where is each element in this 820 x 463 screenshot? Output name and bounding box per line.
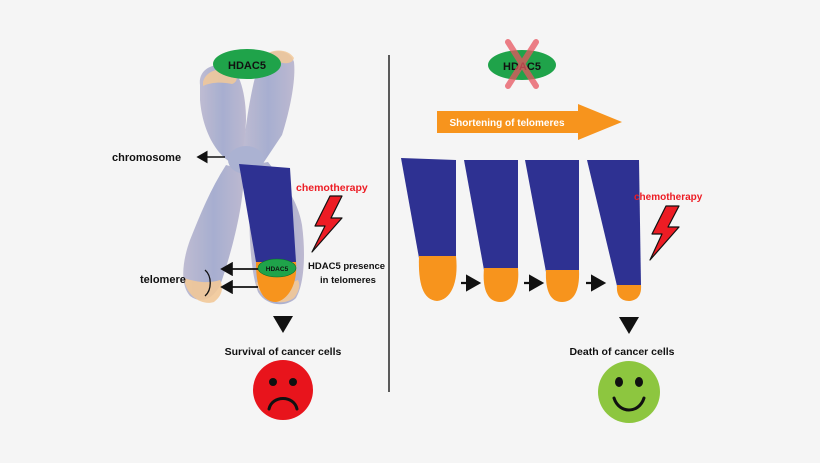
right-panel: HDAC5 Shortening of telomeres xyxy=(401,39,703,423)
lightning-bolt-icon xyxy=(649,205,680,261)
highlighted-chromatid xyxy=(239,164,297,302)
chromatid-3 xyxy=(525,160,580,302)
lightning-bolt-icon xyxy=(311,195,343,253)
telomere-label: telomere xyxy=(140,274,186,286)
shortening-label: Shortening of telomeres xyxy=(449,118,564,129)
telomere-bracket xyxy=(204,269,211,297)
hdac5-badge-crossed: HDAC5 xyxy=(488,39,556,89)
hdac5-presence-line1: HDAC5 presence xyxy=(308,261,385,272)
chromatid-4 xyxy=(587,160,642,301)
left-panel: HDAC5 HDAC5 chromosome telomere chemothe… xyxy=(112,49,385,420)
hdac5-label-top: HDAC5 xyxy=(228,60,266,72)
chromosome-label: chromosome xyxy=(112,152,181,164)
chromatid-1 xyxy=(401,158,457,301)
down-arrow-left xyxy=(273,316,293,333)
red-x-icon xyxy=(505,39,539,89)
down-arrow-right xyxy=(619,317,639,334)
chemotherapy-label-left: chemotherapy xyxy=(296,182,368,194)
hdac5-label-small: HDAC5 xyxy=(266,266,289,273)
hdac5-badge-telomere: HDAC5 xyxy=(257,258,297,278)
hdac5-presence-line2: in telomeres xyxy=(320,275,376,286)
chromatid-2 xyxy=(464,160,519,302)
death-label: Death of cancer cells xyxy=(569,346,674,358)
survival-label: Survival of cancer cells xyxy=(225,346,342,358)
happy-face-icon xyxy=(598,361,660,423)
hdac5-badge-top: HDAC5 xyxy=(213,49,281,79)
shortening-arrow: Shortening of telomeres xyxy=(437,104,622,140)
chemotherapy-label-right: chemotherapy xyxy=(634,192,703,203)
sad-face-icon xyxy=(253,360,313,420)
